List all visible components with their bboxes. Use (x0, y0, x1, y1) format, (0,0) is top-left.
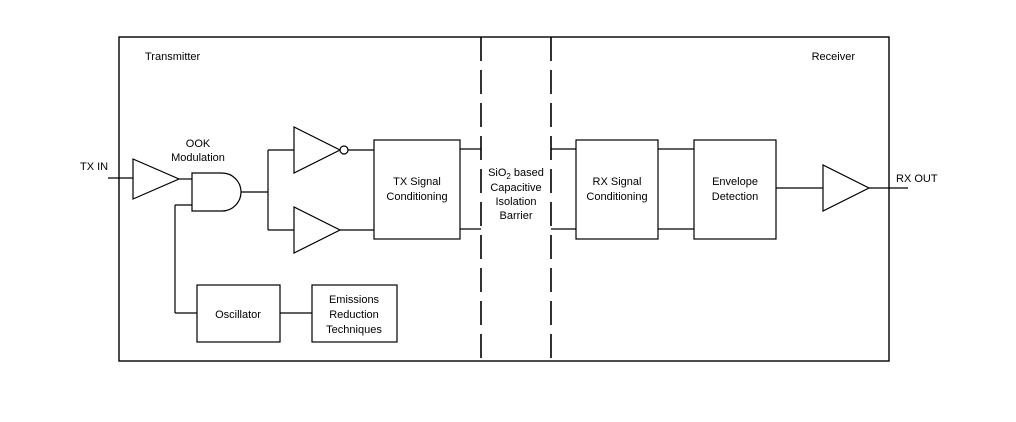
input-buffer (132, 158, 181, 200)
rx-signal-conditioning-block (575, 139, 659, 240)
emissions-line2: Reduction (329, 309, 379, 321)
emissions-line3: Techniques (326, 324, 382, 336)
receiver-label: Receiver (812, 51, 856, 63)
envelope-line2: Detection (712, 191, 758, 203)
rx-conditioning-line1: RX Signal (593, 176, 642, 188)
tx-conditioning-line2: Conditioning (386, 191, 447, 203)
inverting-buffer (293, 126, 342, 174)
barrier-label-line2: Capacitive (490, 182, 541, 194)
ook-and-gate (191, 172, 242, 212)
ook-label-line2: Modulation (171, 152, 225, 164)
rx-conditioning-line2: Conditioning (586, 191, 647, 203)
envelope-line1: Envelope (712, 176, 758, 188)
non-inverting-buffer (293, 206, 342, 254)
inverter-bubble (339, 145, 349, 155)
oscillator-block (196, 284, 281, 343)
emissions-line1: Emissions (329, 294, 380, 306)
output-buffer (822, 164, 871, 212)
tx-conditioning-line1: TX Signal (393, 176, 441, 188)
barrier-label-line4: Barrier (499, 210, 532, 222)
emissions-reduction-block (311, 284, 398, 343)
barrier-label-line3: Isolation (496, 196, 537, 208)
envelope-detection-block (693, 139, 777, 240)
rx-out-label: RX OUT (896, 173, 938, 185)
ook-label-line1: OOK (186, 138, 211, 150)
tx-signal-conditioning-block (373, 139, 461, 240)
barrier-label-line1: SiO2 based (488, 167, 544, 181)
oscillator-label: Oscillator (215, 309, 261, 321)
transmitter-label: Transmitter (145, 51, 201, 63)
device-boundary (118, 36, 890, 362)
tx-in-label: TX IN (80, 161, 108, 173)
